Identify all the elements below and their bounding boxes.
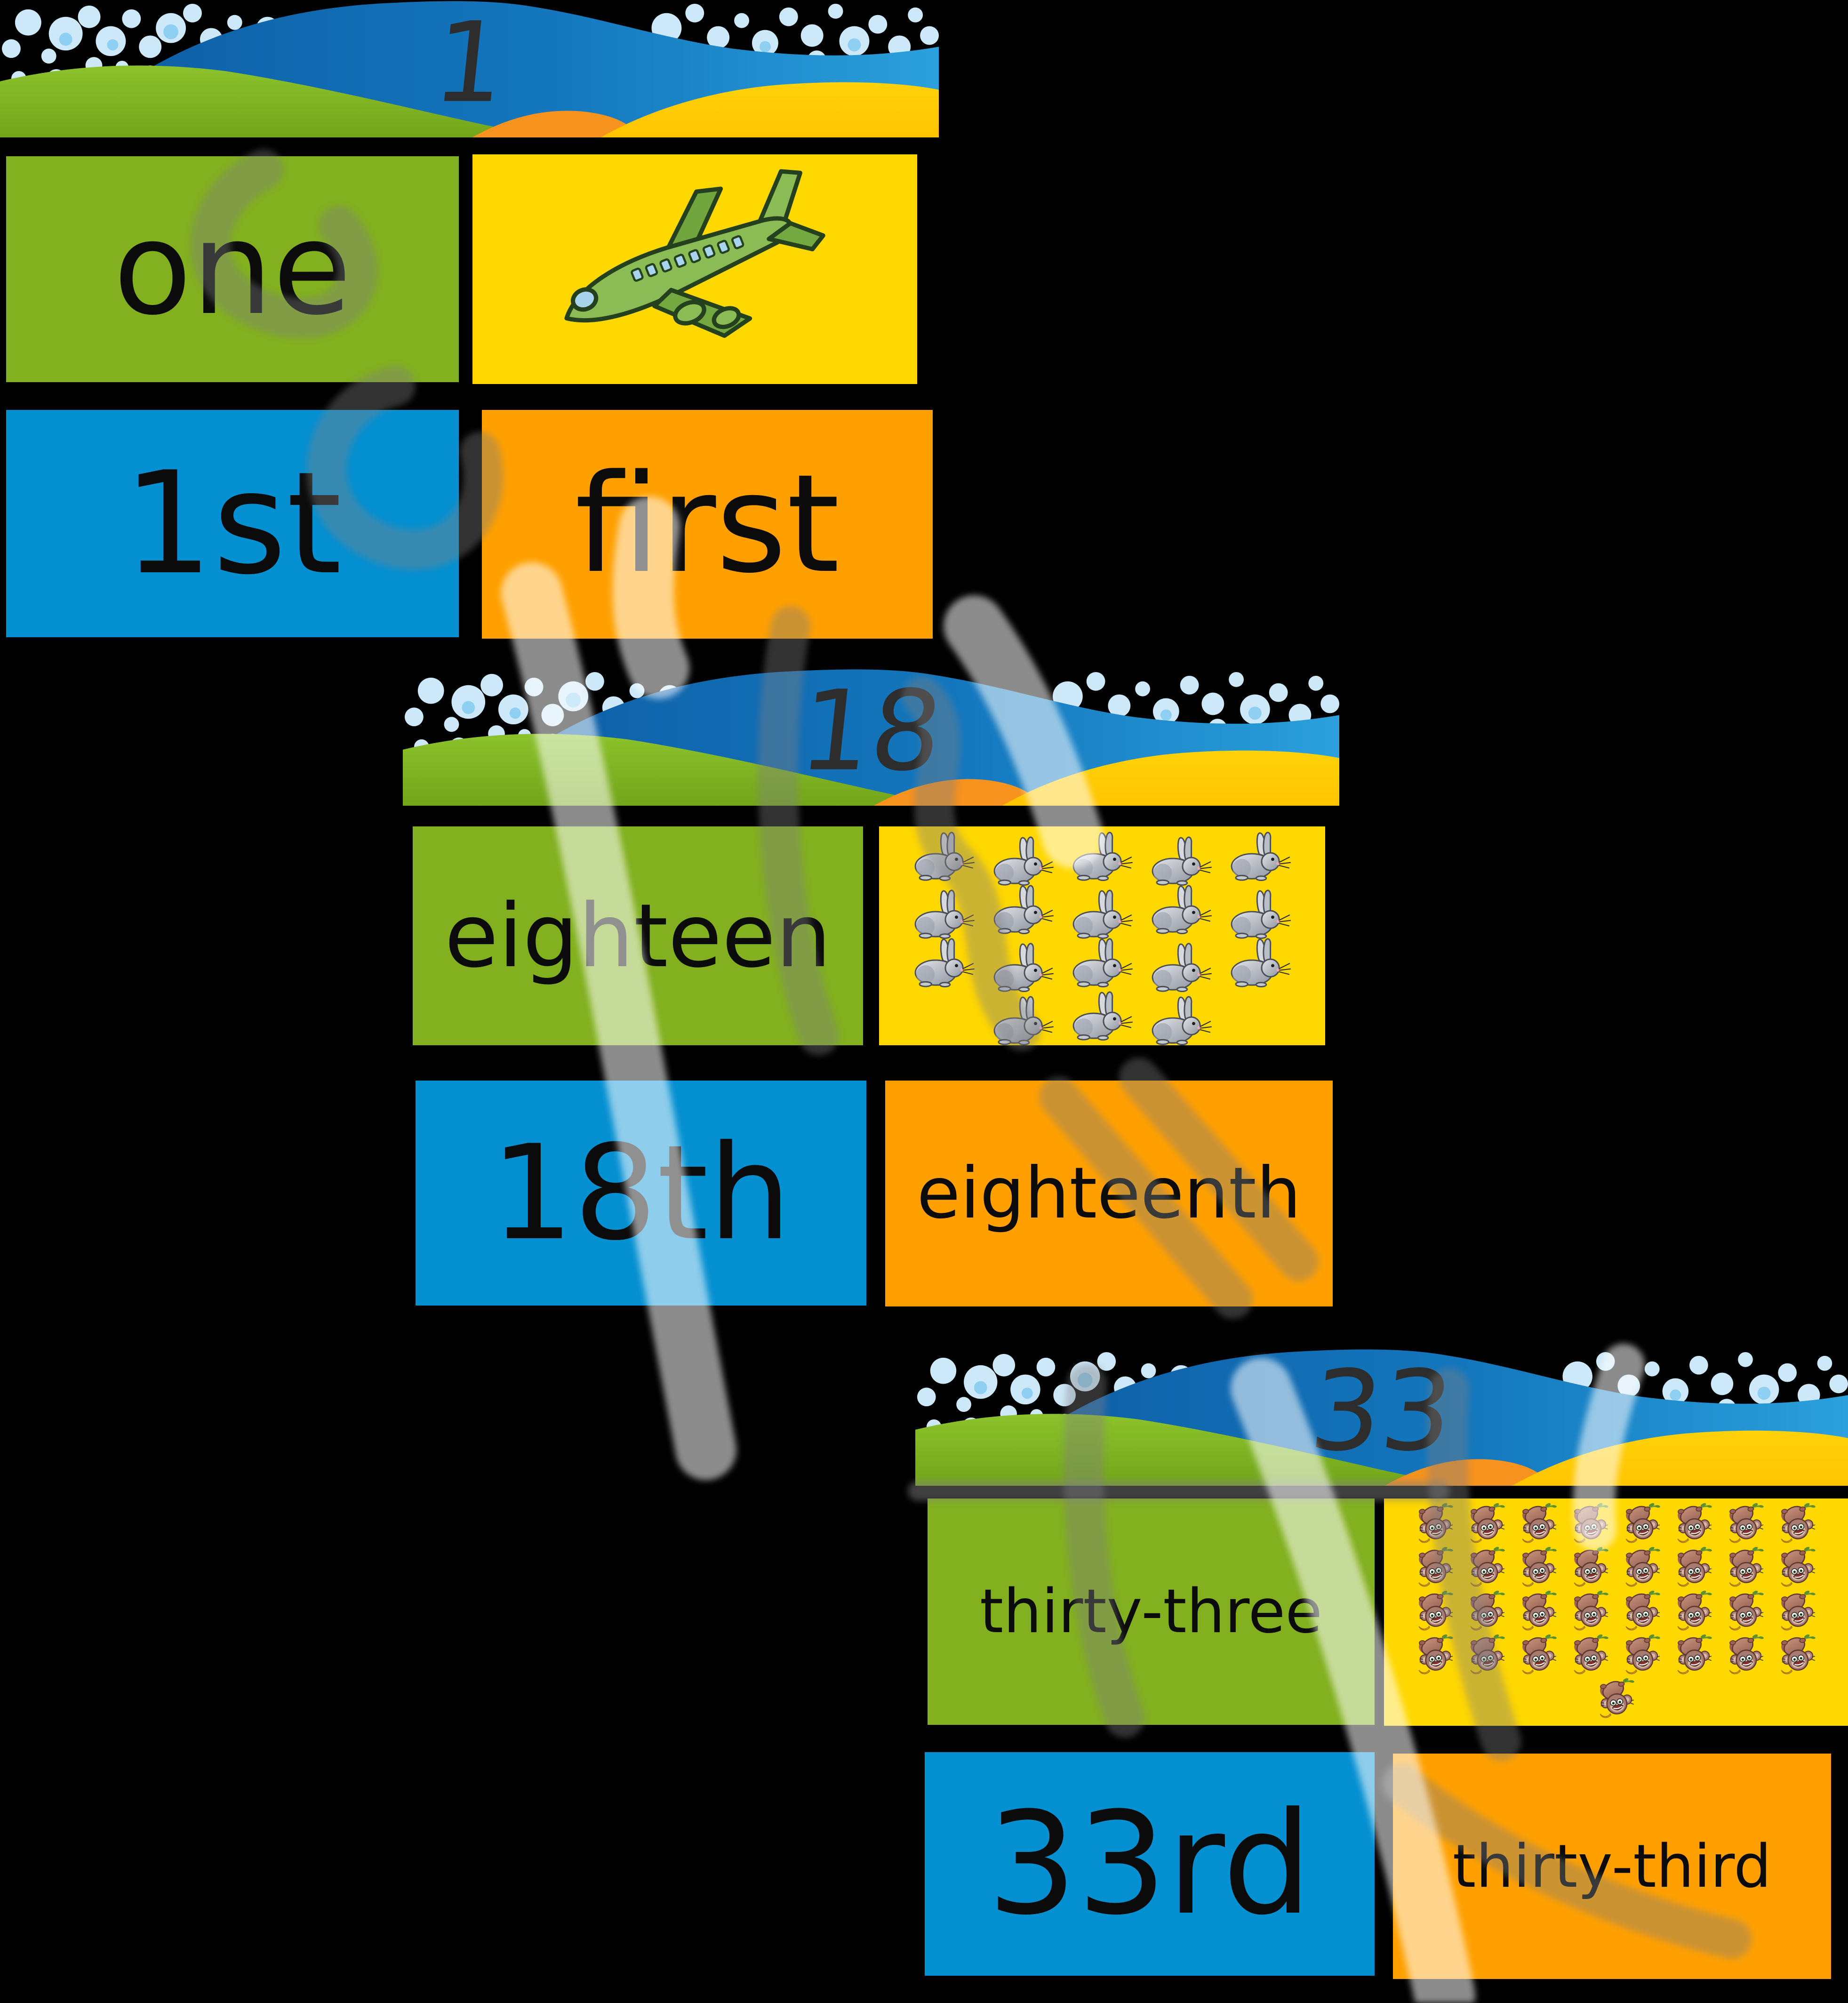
ordinal-word-label: thirty-third [1452, 1831, 1772, 1901]
monkey-icon [1592, 1678, 1640, 1721]
ordinal-word-label: eighteenth [917, 1153, 1301, 1234]
monkey-icon [1514, 1547, 1563, 1590]
ordinal-word-card: thirty-third [1393, 1754, 1831, 1979]
ordinal-numeral-card: 18th [416, 1081, 866, 1306]
number-word-card: one [6, 156, 459, 382]
monkey-icon [1462, 1634, 1511, 1677]
monkey-icon [1721, 1634, 1770, 1677]
monkey-icon [1462, 1547, 1511, 1590]
airplane-icon [544, 182, 846, 357]
rabbit-icon [1143, 941, 1219, 993]
monkey-icon [1410, 1547, 1459, 1590]
monkey-icon [1514, 1503, 1563, 1546]
monkey-icon [1773, 1591, 1822, 1634]
rabbit-icon [1064, 937, 1140, 989]
monkey-icon [1514, 1591, 1563, 1634]
monkey-icon [1410, 1591, 1459, 1634]
picture-grid [1384, 1498, 1848, 1726]
rabbit-icon [906, 830, 982, 882]
header-number: 1 [427, 0, 512, 128]
monkey-icon [1669, 1634, 1718, 1677]
monkey-icon [1669, 1503, 1718, 1546]
rabbit-icon [1222, 830, 1298, 882]
number-word-card: eighteen [413, 826, 863, 1045]
ordinal-numeral-card: 1st [6, 410, 459, 637]
picture-card [879, 826, 1325, 1045]
rabbit-icon [906, 888, 982, 940]
monkey-icon [1462, 1591, 1511, 1634]
header-number: 18 [794, 667, 948, 796]
rabbit-icon [985, 994, 1061, 1047]
monkey-icon [1566, 1591, 1615, 1634]
landscape-header: 33 [915, 1347, 1848, 1486]
picture-grid [472, 154, 917, 384]
monkey-icon [1617, 1591, 1666, 1634]
rabbit-icon [985, 883, 1061, 936]
landscape-header: 1 [0, 0, 939, 137]
monkey-icon [1669, 1591, 1718, 1634]
monkey-icon [1773, 1503, 1822, 1546]
monkey-icon [1617, 1503, 1666, 1546]
monkey-icon [1773, 1634, 1822, 1677]
ordinal-word-label: first [575, 445, 840, 603]
monkey-icon [1462, 1503, 1511, 1546]
landscape-header: 18 [403, 667, 1339, 806]
rabbit-icon [1143, 835, 1219, 887]
picture-grid [879, 826, 1325, 1045]
rabbit-icon [1222, 937, 1298, 989]
monkey-icon [1566, 1634, 1615, 1677]
monkey-icon [1617, 1634, 1666, 1677]
monkey-icon [1721, 1591, 1770, 1634]
picture-card [1384, 1498, 1848, 1726]
ordinal-numeral-label: 33rd [987, 1781, 1312, 1946]
rabbit-icon [1064, 830, 1140, 882]
number-word-card: thirty-three [928, 1498, 1375, 1725]
number-word-label: thirty-three [980, 1576, 1322, 1647]
picture-card [472, 154, 917, 384]
ordinal-word-card: eighteenth [885, 1081, 1333, 1306]
ordinal-numeral-card: 33rd [925, 1752, 1375, 1976]
monkey-icon [1617, 1547, 1666, 1590]
rabbit-icon [1064, 888, 1140, 940]
rabbit-icon [985, 835, 1061, 887]
ordinal-numeral-label: 18th [490, 1117, 792, 1269]
ordinal-word-card: first [482, 410, 933, 639]
monkey-icon [1721, 1503, 1770, 1546]
monkey-icon [1669, 1547, 1718, 1590]
monkey-icon [1721, 1547, 1770, 1590]
monkey-icon [1566, 1547, 1615, 1590]
monkey-icon [1566, 1503, 1615, 1546]
number-word-label: eighteen [444, 884, 832, 987]
monkey-icon [1773, 1547, 1822, 1590]
rabbit-icon [1143, 994, 1219, 1047]
number-word-label: one [113, 195, 352, 344]
rabbit-icon [1064, 990, 1140, 1042]
rabbit-icon [985, 941, 1061, 993]
monkey-icon [1514, 1634, 1563, 1677]
monkey-icon [1410, 1634, 1459, 1677]
monkey-icon [1410, 1503, 1459, 1546]
header-number: 33 [1304, 1347, 1459, 1476]
rabbit-icon [906, 937, 982, 989]
rabbit-icon [1222, 888, 1298, 940]
ordinal-numeral-label: 1st [123, 441, 342, 606]
rabbit-icon [1143, 883, 1219, 936]
